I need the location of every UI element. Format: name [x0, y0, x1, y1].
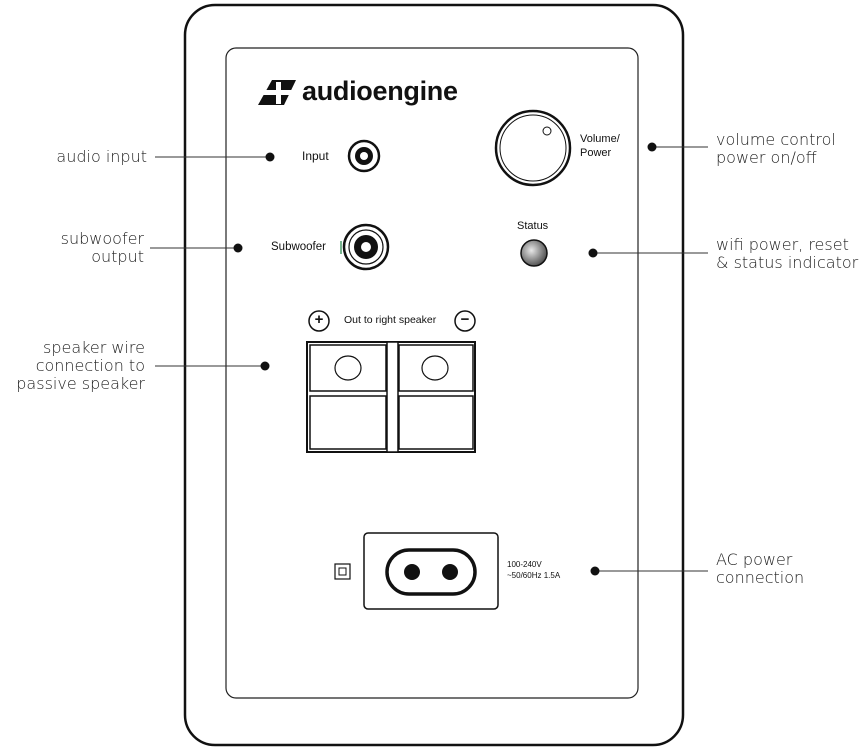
iec-c8-socket-icon[interactable] [363, 532, 499, 610]
leader-line-ac-power [590, 566, 708, 576]
out-to-right-speaker-label: Out to right speaker [344, 314, 437, 326]
volume-label-line2: Power [580, 147, 612, 159]
power-spec-line2: ~50/60Hz 1.5A [507, 571, 561, 580]
callout-audio-input: audio input [56, 147, 147, 166]
status-label: Status [517, 220, 549, 232]
double-insulation-icon [334, 563, 351, 580]
leader-line-volume [647, 142, 708, 152]
subwoofer-label: Subwoofer [271, 241, 326, 253]
volume-label-line1: Volume/ [580, 133, 620, 145]
speaker-terminal-block[interactable] [306, 341, 476, 453]
leader-line-speaker-wire [155, 361, 270, 371]
status-button-icon[interactable] [520, 239, 548, 267]
rear-plate-outline [225, 47, 639, 699]
binding-post-positive-icon[interactable] [334, 355, 362, 381]
audioengine-logo-icon [258, 80, 296, 105]
input-label: Input [302, 149, 329, 163]
minus-sign: − [460, 311, 470, 328]
speaker-cabinet-outline [183, 3, 685, 747]
plus-terminal-icon [308, 310, 330, 332]
subwoofer-rca-jack-icon[interactable] [340, 223, 390, 271]
minus-terminal-icon [454, 310, 476, 332]
plus-sign: + [314, 311, 324, 328]
callout-volume-control: volume control power on/off [716, 130, 836, 167]
power-spec-line1: 100-240V [507, 560, 542, 569]
input-rca-jack-icon[interactable] [347, 139, 381, 173]
callout-wifi-power: wifi power, reset & status indicator [716, 235, 859, 272]
binding-post-negative-icon[interactable] [421, 355, 449, 381]
callout-ac-power: AC power connection [716, 550, 805, 587]
callout-subwoofer-output: subwoofer output [60, 229, 144, 266]
leader-line-wifi [588, 248, 708, 258]
callout-speaker-wire: speaker wire connection to passive speak… [16, 338, 145, 393]
leader-line-subwoofer-output [150, 243, 243, 253]
brand-wordmark: audioengine [302, 76, 458, 106]
leader-line-audio-input [155, 152, 275, 162]
volume-knob-icon[interactable] [494, 109, 572, 187]
